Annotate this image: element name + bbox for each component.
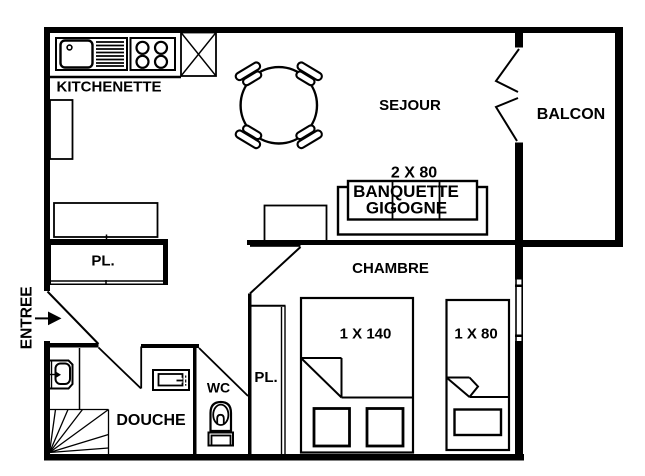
svg-text:WC: WC (207, 380, 230, 396)
svg-text:PL.: PL. (91, 253, 114, 270)
svg-text:SEJOUR: SEJOUR (379, 97, 441, 114)
svg-text:CHAMBRE: CHAMBRE (352, 260, 429, 277)
svg-text:BALCON: BALCON (537, 106, 605, 123)
svg-text:PL.: PL. (254, 369, 277, 386)
svg-text:GIGOGNE: GIGOGNE (366, 199, 447, 218)
svg-text:KITCHENETTE: KITCHENETTE (57, 79, 162, 96)
svg-text:ENTREE: ENTREE (18, 286, 35, 349)
svg-text:2 X 80: 2 X 80 (391, 165, 437, 182)
svg-text:BANQUETTE: BANQUETTE (353, 182, 459, 201)
svg-text:1 X 80: 1 X 80 (454, 326, 497, 343)
svg-text:DOUCHE: DOUCHE (116, 412, 186, 429)
svg-text:1 X 140: 1 X 140 (340, 326, 392, 343)
